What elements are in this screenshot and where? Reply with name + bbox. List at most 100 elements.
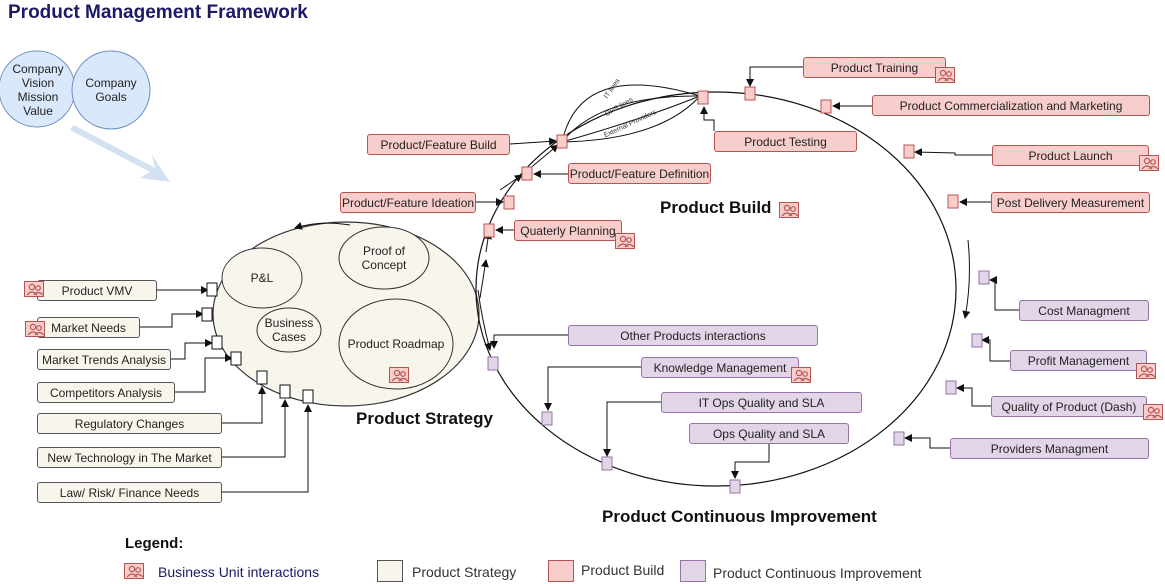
build-label: Post Delivery Measurement [996, 195, 1145, 210]
pci-label: Ops Quality and SLA [712, 426, 826, 441]
people-icon [935, 67, 955, 83]
pl-ellipse [221, 247, 303, 309]
node-strategy-5 [256, 370, 268, 385]
build-feature-ideation[interactable]: Product/Feature Ideation [340, 192, 476, 213]
node-pci-4 [729, 479, 741, 494]
legend-title: Legend: [125, 535, 184, 552]
node-build-6 [744, 86, 756, 101]
build-feature-build[interactable]: Product/Feature Build [367, 134, 510, 155]
node-strategy-6 [279, 384, 291, 399]
input-competitors[interactable]: Competitors Analysis [37, 382, 175, 403]
node-pci-1 [487, 356, 499, 371]
build-label: Product Commercialization and Marketing [899, 98, 1123, 113]
people-icon [615, 233, 635, 249]
input-product-vmv[interactable]: Product VMV [37, 280, 157, 301]
node-pci-3 [601, 456, 613, 471]
section-strategy: Product Strategy [356, 409, 493, 428]
section-build: Product Build [660, 198, 772, 217]
proof-label: Proof of Concept [361, 244, 407, 272]
people-icon [389, 367, 409, 383]
goals-label: Company Goals [85, 76, 137, 104]
node-build-4 [483, 223, 495, 238]
pci-providers[interactable]: Providers Managment [950, 438, 1149, 459]
people-icon [791, 367, 811, 383]
build-training[interactable]: Product Training [803, 57, 946, 78]
build-label: Product Training [830, 60, 919, 75]
input-label: Product VMV [61, 283, 133, 298]
pci-other-products[interactable]: Other Products interactions [568, 325, 818, 346]
pci-quality[interactable]: Quality of Product (Dash) [991, 396, 1147, 417]
build-label: Product/Feature Build [380, 137, 497, 152]
legend-pb-label: Product Build [581, 562, 665, 578]
business-label: Business Cases [264, 316, 314, 344]
build-launch[interactable]: Product Launch [992, 145, 1149, 166]
people-icon [124, 563, 144, 579]
legend-bu-label: Business Unit interactions [158, 564, 320, 580]
pci-it-ops[interactable]: IT Ops Quality and SLA [661, 392, 862, 413]
node-strategy-3 [211, 335, 223, 350]
build-post-delivery[interactable]: Post Delivery Measurement [991, 192, 1150, 213]
proof-ellipse [338, 226, 430, 290]
big-arrow [70, 125, 170, 182]
page-title: Product Management Framework [8, 2, 308, 23]
build-label: Quaterly Planning [520, 223, 616, 238]
people-icon [25, 321, 45, 337]
input-market-trends[interactable]: Market Trends Analysis [37, 349, 171, 370]
legend-pci-swatch [680, 560, 706, 582]
input-label: Competitors Analysis [49, 385, 163, 400]
vision-label: Company Vision Mission Value [12, 62, 64, 118]
node-strategy-7 [302, 389, 314, 404]
node-pci-2 [541, 411, 553, 426]
node-build-8 [903, 144, 915, 159]
build-label: Product/Feature Definition [569, 166, 710, 181]
build-loop [475, 91, 957, 487]
input-law-risk-finance[interactable]: Law/ Risk/ Finance Needs [37, 482, 222, 503]
people-icon [24, 281, 44, 297]
pci-label: Providers Managment [990, 441, 1109, 456]
pci-label: Knowledge Management [653, 360, 787, 375]
goals-circle [71, 50, 151, 130]
node-strategy-2 [201, 307, 213, 322]
pci-label: Cost Managment [1038, 303, 1130, 318]
input-label: Market Needs [51, 320, 126, 335]
pci-knowledge[interactable]: Knowledge Management [641, 357, 799, 378]
build-label: Product Testing [744, 134, 827, 149]
pci-label: Other Products interactions [620, 328, 766, 343]
input-regulatory[interactable]: Regulatory Changes [37, 413, 222, 434]
pci-cost[interactable]: Cost Managment [1019, 300, 1149, 321]
legend-ps-label: Product Strategy [412, 564, 517, 580]
people-icon [1139, 155, 1159, 171]
build-commercialization[interactable]: Product Commercialization and Marketing [872, 95, 1150, 116]
build-quarterly-planning[interactable]: Quaterly Planning [514, 220, 622, 241]
node-build-1 [556, 134, 568, 149]
legend-pci-label: Product Continuous Improvement [713, 565, 922, 581]
node-pci-8 [978, 270, 990, 285]
node-strategy-1 [206, 282, 218, 297]
input-label: Market Trends Analysis [41, 352, 167, 367]
pci-ops[interactable]: Ops Quality and SLA [689, 423, 849, 444]
section-pci: Product Continuous Improvement [602, 507, 877, 526]
legend-ps-swatch [377, 560, 403, 582]
pci-profit[interactable]: Profit Management [1010, 350, 1147, 371]
node-pci-5 [893, 431, 905, 446]
build-testing[interactable]: Product Testing [714, 131, 857, 152]
node-pci-7 [971, 333, 983, 348]
roadmap-ellipse [338, 298, 454, 390]
node-build-3 [503, 195, 515, 210]
business-ellipse [256, 307, 322, 353]
build-feature-definition[interactable]: Product/Feature Definition [568, 163, 711, 184]
pl-label: P&L [250, 271, 274, 285]
pci-label: Quality of Product (Dash) [1001, 399, 1137, 414]
pci-label: Profit Management [1027, 353, 1130, 368]
input-market-needs[interactable]: Market Needs [37, 317, 140, 338]
node-build-9 [947, 194, 959, 209]
people-icon [1136, 363, 1156, 379]
node-build-7 [820, 99, 832, 114]
input-label: Law/ Risk/ Finance Needs [59, 485, 200, 500]
node-strategy-4 [230, 351, 242, 366]
build-label: Product Launch [1028, 148, 1113, 163]
node-build-5 [697, 90, 709, 105]
node-pci-6 [945, 380, 957, 395]
input-new-technology[interactable]: New Technology in The Market [37, 447, 222, 468]
